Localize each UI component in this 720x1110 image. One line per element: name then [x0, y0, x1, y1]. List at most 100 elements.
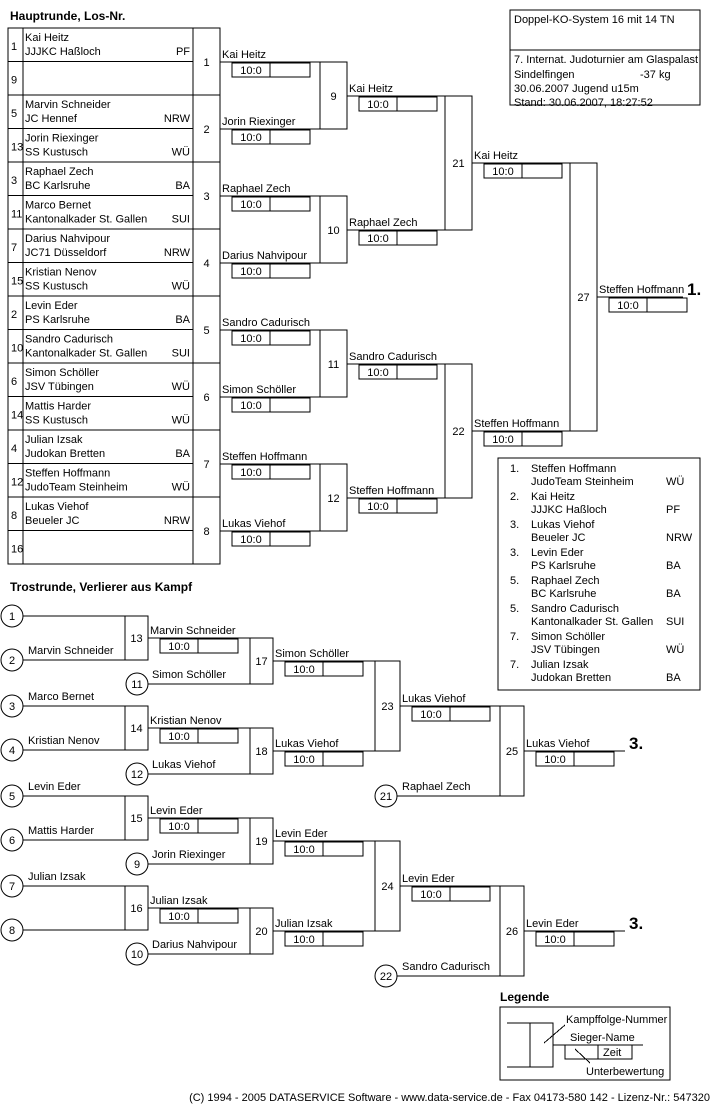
result-club: PS Karlsruhe: [531, 560, 596, 572]
competitor-region: BA: [175, 448, 190, 460]
draw-number: 5: [11, 108, 17, 120]
result-club: JudoTeam Steinheim: [531, 476, 634, 488]
winner-name: Julian Izsak: [150, 895, 208, 907]
result-name: Levin Eder: [531, 547, 584, 559]
competitor-region: WÜ: [172, 381, 190, 393]
winner-name: Lukas Viehof: [526, 738, 590, 750]
score-value: 10:0: [240, 400, 261, 412]
winner-name: Steffen Hoffmann: [474, 418, 559, 430]
fight-number: 24: [381, 881, 393, 893]
score-value: 10:0: [240, 467, 261, 479]
score-value: 10:0: [293, 844, 314, 856]
seed-circle: [0, 828, 24, 852]
winner-name: Lukas Viehof: [222, 518, 286, 530]
competitor-club: Judokan Bretten: [25, 448, 105, 460]
system-title: Doppel-KO-System 16 mit 14 TN: [514, 14, 675, 26]
time-cell: [269, 62, 311, 78]
seed-circle: [125, 942, 149, 966]
competitor-region: NRW: [164, 515, 191, 527]
result-name: Julian Izsak: [531, 659, 589, 671]
score-value: 10:0: [168, 821, 189, 833]
entry-name: Sandro Cadurisch: [402, 961, 490, 973]
draw-number: 1: [11, 41, 17, 53]
winner-name: Sandro Cadurisch: [222, 317, 310, 329]
competitor-name: Julian Izsak: [25, 434, 83, 446]
result-name: Simon Schöller: [531, 631, 605, 643]
entry-name: Simon Schöller: [152, 669, 226, 681]
competitor-club: Kantonalkader St. Gallen: [25, 348, 147, 360]
time-cell: [449, 886, 491, 902]
fight-number: 1: [203, 57, 209, 69]
winner-name: Kristian Nenov: [150, 715, 222, 727]
fight-number: 15: [130, 813, 142, 825]
seed-number: 5: [9, 791, 15, 803]
fight-number: 18: [255, 746, 267, 758]
fight-number: 9: [330, 91, 336, 103]
entry-name: Kristian Nenov: [28, 735, 100, 747]
seed-circle: [0, 604, 24, 628]
time-cell: [573, 931, 615, 947]
seed-circle: [125, 762, 149, 786]
winner-name: Lukas Viehof: [275, 738, 339, 750]
legend-box: [499, 1006, 671, 1081]
time-cell: [197, 908, 239, 924]
draw-number: 12: [11, 477, 23, 489]
fight-number: 7: [203, 459, 209, 471]
footer-copyright: (C) 1994 - 2005 DATASERVICE Software - w…: [189, 1092, 710, 1104]
entry-name: Mattis Harder: [28, 825, 94, 837]
entry-name: Marvin Schneider: [28, 645, 114, 657]
seed-number: 8: [9, 925, 15, 937]
competitor-name: Raphael Zech: [25, 166, 94, 178]
info-box: [509, 9, 701, 106]
fight-number: 12: [327, 493, 339, 505]
competitor-club: SS Kustusch: [25, 147, 88, 159]
winner-name: Steffen Hoffmann: [599, 284, 684, 296]
results-box: [497, 457, 701, 691]
fight-number: 3: [203, 191, 209, 203]
score-value: 10:0: [492, 434, 513, 446]
time-cell: [396, 498, 438, 514]
draw-number: 11: [11, 209, 22, 221]
seed-number: 6: [9, 835, 15, 847]
competitor-club: BC Karlsruhe: [25, 180, 90, 192]
result-club: JSV Tübingen: [531, 644, 600, 656]
result-club: Beueler JC: [531, 532, 585, 544]
competitor-region: SUI: [172, 214, 190, 226]
result-region: SUI: [666, 616, 684, 628]
fight-number: 19: [255, 836, 267, 848]
competitor-region: NRW: [164, 113, 191, 125]
competitor-region: WÜ: [172, 415, 190, 427]
result-region: PF: [666, 504, 680, 516]
result-region: WÜ: [666, 476, 684, 488]
consolation-title: Trostrunde, Verlierer aus Kampf: [10, 580, 193, 594]
competitor-club: JC71 Düsseldorf: [25, 247, 107, 259]
event-name: 7. Internat. Judoturnier am Glaspalast: [514, 54, 698, 66]
seed-circle: [0, 738, 24, 762]
time-cell: [396, 96, 438, 112]
time-cell: [573, 751, 615, 767]
seed-number: 21: [380, 791, 392, 803]
competitor-region: WÜ: [172, 482, 190, 494]
score-value: 10:0: [492, 166, 513, 178]
seed-number: 4: [9, 745, 15, 757]
final-place-1: 1.: [687, 280, 701, 299]
competitor-name: Marvin Schneider: [25, 99, 111, 111]
legend-sub-score-label: Unterbewertung: [586, 1066, 664, 1078]
seed-number: 22: [380, 971, 392, 983]
result-rank: 5.: [510, 575, 519, 587]
time-cell: [269, 397, 311, 413]
entry-name: Darius Nahvipour: [152, 939, 237, 951]
score-value: 10:0: [168, 641, 189, 653]
competitor-name: Kristian Nenov: [25, 267, 97, 279]
competitor-name: Kai Heitz: [25, 32, 69, 44]
fight-number: 14: [130, 723, 142, 735]
score-value: 10:0: [293, 754, 314, 766]
time-cell: [269, 464, 311, 480]
competitor-region: BA: [175, 314, 190, 326]
seed-number: 3: [9, 701, 15, 713]
score-value: 10:0: [420, 709, 441, 721]
competitor-club: JSV Tübingen: [25, 381, 94, 393]
competitor-name: Jorin Riexinger: [25, 133, 99, 145]
seed-number: 7: [9, 881, 15, 893]
legend-fight-number-label: Kampffolge-Nummer: [566, 1014, 668, 1026]
